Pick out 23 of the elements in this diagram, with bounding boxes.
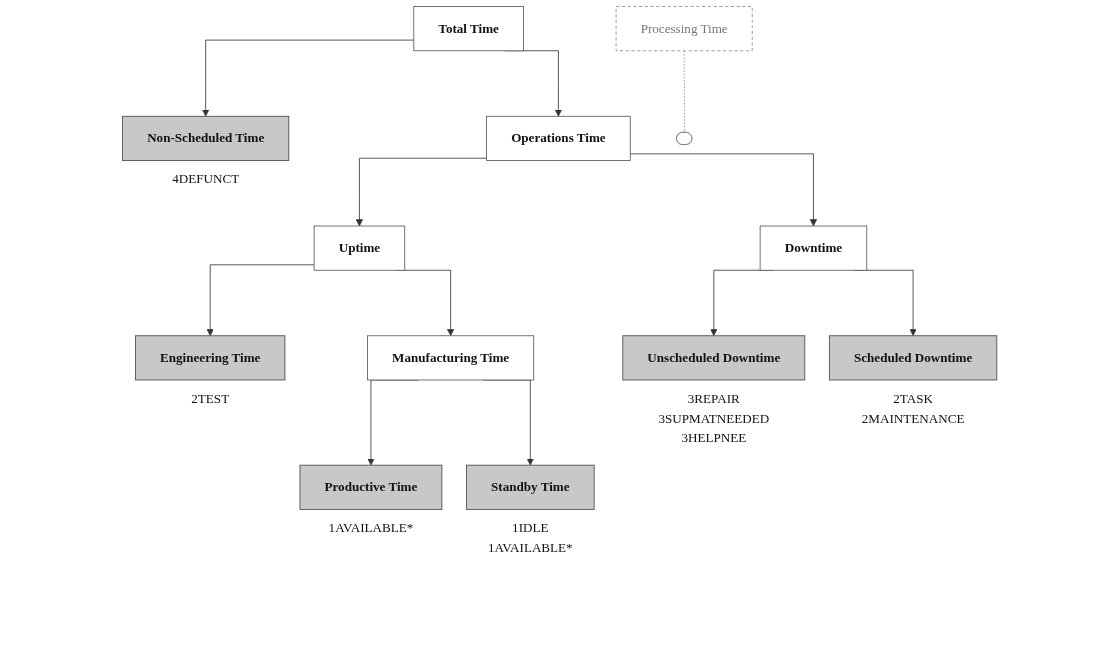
node-box xyxy=(616,6,753,52)
node-box xyxy=(367,335,535,381)
node-box xyxy=(760,225,868,271)
node-box xyxy=(135,335,286,381)
node-box xyxy=(314,225,406,271)
node-label: 3REPAIR xyxy=(688,391,741,406)
connector xyxy=(684,50,686,134)
node-box xyxy=(122,115,290,161)
node-box xyxy=(466,464,595,510)
node-label: 2MAINTENANCE xyxy=(862,411,965,426)
node-box xyxy=(486,115,631,161)
node-label: 2TEST xyxy=(191,391,230,406)
node-label: 4DEFUNCT xyxy=(172,171,240,186)
node-label: 1IDLE xyxy=(512,520,549,535)
node-box xyxy=(622,335,806,381)
node-label: 3HELPNEE xyxy=(681,430,747,445)
node-label: 1AVAILABLE* xyxy=(488,540,573,555)
node-box xyxy=(299,464,443,510)
node-label: 2TASK xyxy=(893,391,934,406)
node-box xyxy=(413,6,525,52)
node-label: 1AVAILABLE* xyxy=(328,520,414,535)
node-box xyxy=(829,335,998,381)
node-label: 3SUPMATNEEDED xyxy=(658,411,770,426)
